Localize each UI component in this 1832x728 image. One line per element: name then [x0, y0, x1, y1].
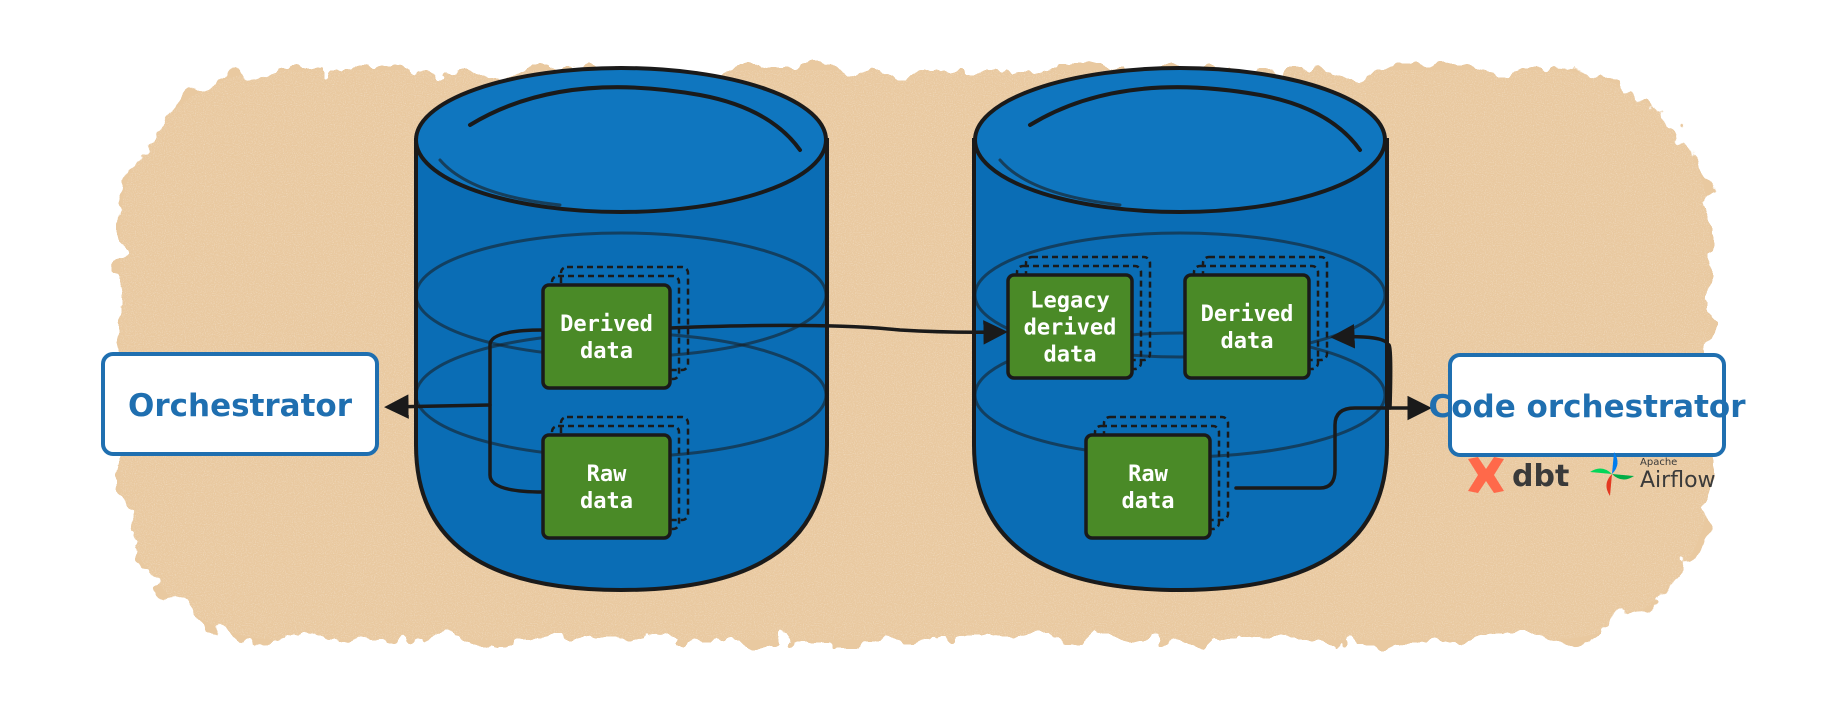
right-database-cylinder: [972, 66, 1389, 593]
tile-label-line: data: [580, 489, 633, 514]
tile-label-line: Raw: [587, 462, 627, 487]
tile-label-line: data: [1122, 489, 1175, 514]
orchestrator-box: Orchestrator: [101, 352, 379, 456]
left-tiles-link: [488, 328, 545, 494]
code-orchestrator-box: Code orchestrator: [1429, 353, 1747, 457]
airflow-pinwheel-icon: [1590, 452, 1634, 496]
tile-stack-outline: [1102, 415, 1230, 522]
airflow-logo: Apache Airflow: [1590, 452, 1716, 496]
tile-label-line: Raw: [1128, 462, 1168, 487]
derived-data-link: [1330, 323, 1393, 410]
data-tiles: DeriveddataRawdataLegacyderiveddataDeriv…: [541, 255, 1329, 540]
tile-label-line: Derived: [560, 312, 653, 337]
dbt-label: dbt: [1512, 459, 1569, 494]
tile-stack-outline: [1024, 255, 1152, 362]
tile-label-line: data: [1221, 329, 1274, 354]
code-orchestrator-link: [1234, 395, 1432, 490]
orchestrator-arrow: [384, 394, 492, 419]
orchestrator-label: Orchestrator: [128, 388, 353, 424]
tile-face: [1183, 273, 1311, 380]
dbt-logo: dbt: [1468, 457, 1569, 494]
dbt-mark-icon: [1468, 457, 1504, 493]
tile-label-line: Legacy: [1030, 289, 1109, 314]
airflow-label: Airflow: [1640, 468, 1716, 493]
connectors: [384, 320, 1432, 494]
tile-stack-outline: [1093, 424, 1221, 531]
tile-face: [541, 433, 672, 540]
tile-label-line: data: [1044, 343, 1097, 368]
tile-face: [1084, 433, 1212, 540]
tile-stack-outline: [1192, 264, 1320, 371]
tile-label-line: Derived: [1201, 302, 1294, 327]
airflow-apache-label: Apache: [1640, 457, 1677, 468]
tile-face: [541, 283, 672, 390]
lineage-arrow: [668, 320, 1008, 345]
tile-stack-outline: [1015, 264, 1143, 371]
tile-stack-outline: [1201, 255, 1329, 362]
tile-label-line: data: [580, 339, 633, 364]
code-orchestrator-label: Code orchestrator: [1429, 389, 1747, 425]
tile-face: [1006, 273, 1134, 380]
tile-label-line: derived: [1024, 316, 1117, 341]
